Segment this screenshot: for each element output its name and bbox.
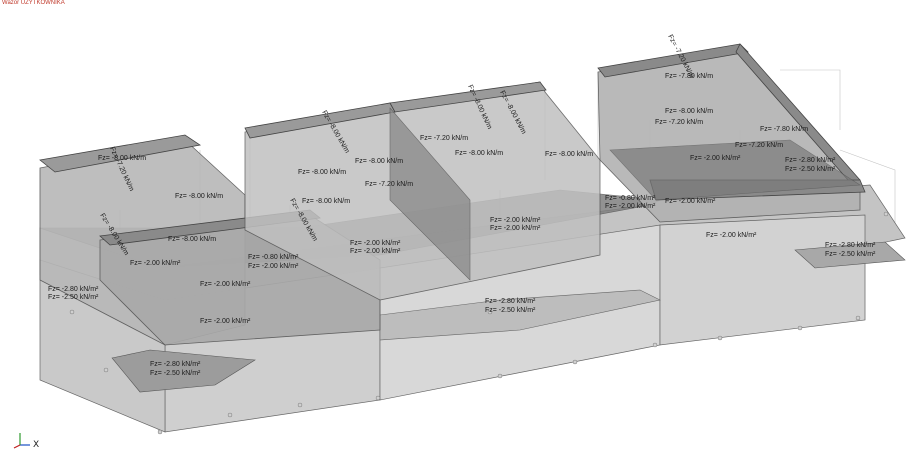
load-area-label: Fz= -2.80 kN/m² [825,242,876,249]
load-area-label: Fz= -0.80 kN/m² [605,195,656,202]
support-nodes [69,211,889,435]
load-area-label: Fz= -2.50 kN/m² [485,307,536,314]
load-area-label: Fz= -2.00 kN/m² [490,225,541,232]
load-line-label: Fz= -8.00 kN/m [302,198,350,205]
load-line-label: Fz= -8.00 kN/m [545,151,593,158]
axis-triad [13,433,30,449]
load-area-label: Fz= -2.80 kN/m² [485,298,536,305]
load-area-label: Fz= -2.80 kN/m² [48,286,99,293]
load-area-label: Fz= -0.80 kN/m² [248,254,299,261]
load-case-label: Wazor UZYTKOWNIKA [2,0,65,6]
load-line-label: Fz= -8.00 kN/m [168,236,216,243]
load-area-label: Fz= -2.80 kN/m² [150,361,201,368]
load-area-label: Fz= -2.00 kN/m² [605,203,656,210]
load-area-label: Fz= -2.00 kN/m² [350,240,401,247]
load-area-label: Fz= -2.00 kN/m² [248,263,299,270]
load-area-label: Fz= -2.00 kN/m² [200,318,251,325]
load-line-label: Fz= -7.80 kN/m [760,126,808,133]
load-area-label: Fz= -2.80 kN/m² [785,157,836,164]
load-line-label: Fz= -8.00 kN/m [98,155,146,162]
load-line-label: Fz= -7.20 kN/m [735,142,783,149]
axis-x-label: X [33,440,40,450]
load-area-label: Fz= -2.00 kN/m² [350,248,401,255]
load-area-label: Fz= -2.00 kN/m² [130,260,181,267]
load-line-label: Fz= -2.00 kN/m² [690,155,741,162]
load-area-label: Fz= -2.50 kN/m² [48,294,99,301]
load-line-label: Fz= -7.20 kN/m [420,135,468,142]
load-line-label: Fz= -8.00 kN/m [175,193,223,200]
load-area-label: Fz= -2.00 kN/m² [665,198,716,205]
load-area-label: Fz= -2.00 kN/m² [490,217,541,224]
load-line-label: Fz= -7.80 kN/m [665,73,713,80]
load-line-label: Fz= -8.00 kN/m [665,108,713,115]
upper-storey [39,43,866,346]
load-area-label: Fz= -2.50 kN/m² [825,251,876,258]
load-line-label: Fz= -8.00 kN/m [455,150,503,157]
load-line-label: Fz= -8.00 kN/m [355,158,403,165]
load-area-label: Fz= -2.00 kN/m² [200,281,251,288]
load-line-label: Fz= -7.20 kN/m [365,181,413,188]
load-line-label: Fz= -7.20 kN/m [655,119,703,126]
load-area-label: Fz= -2.00 kN/m² [706,232,757,239]
load-area-label: Fz= -2.50 kN/m² [785,166,836,173]
load-line-label: Fz= -8.00 kN/m [298,169,346,176]
load-area-label: Fz= -2.50 kN/m² [150,370,201,377]
